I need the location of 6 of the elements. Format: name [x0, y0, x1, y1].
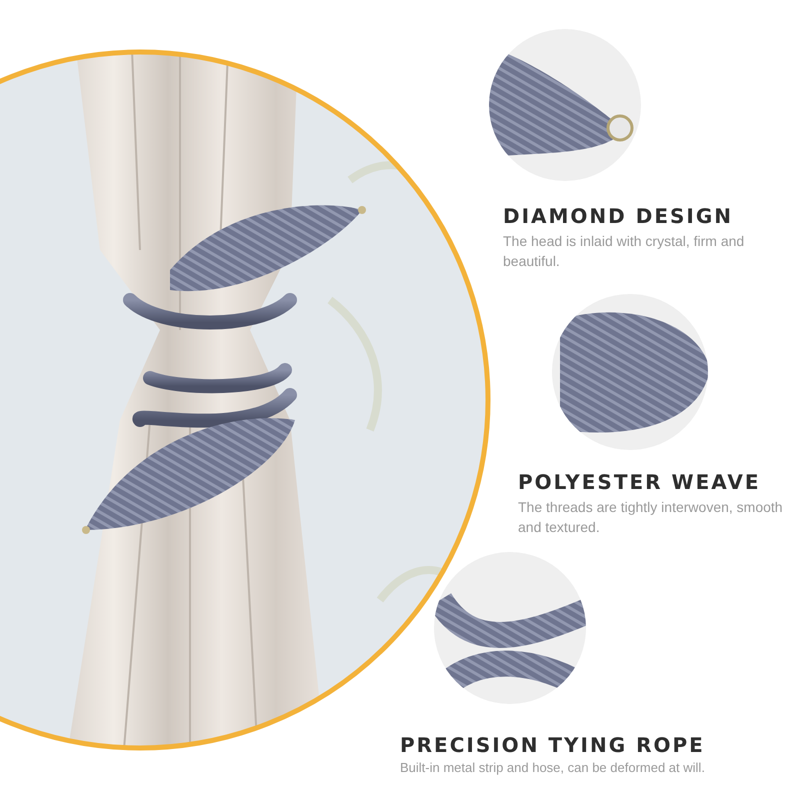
- feature-heading: DIAMOND DESIGN: [503, 204, 733, 228]
- feature-description: Built-in metal strip and hose, can be deformed at will.: [400, 759, 706, 777]
- feature-heading: PRECISION TYING ROPE: [400, 733, 705, 757]
- feature-description: The threads are tightly interwoven, smooth and textured.: [518, 498, 784, 537]
- feature-description: The head is inlaid with crystal, firm and beautiful.: [503, 232, 746, 271]
- feature-heading: POLYESTER WEAVE: [518, 470, 760, 494]
